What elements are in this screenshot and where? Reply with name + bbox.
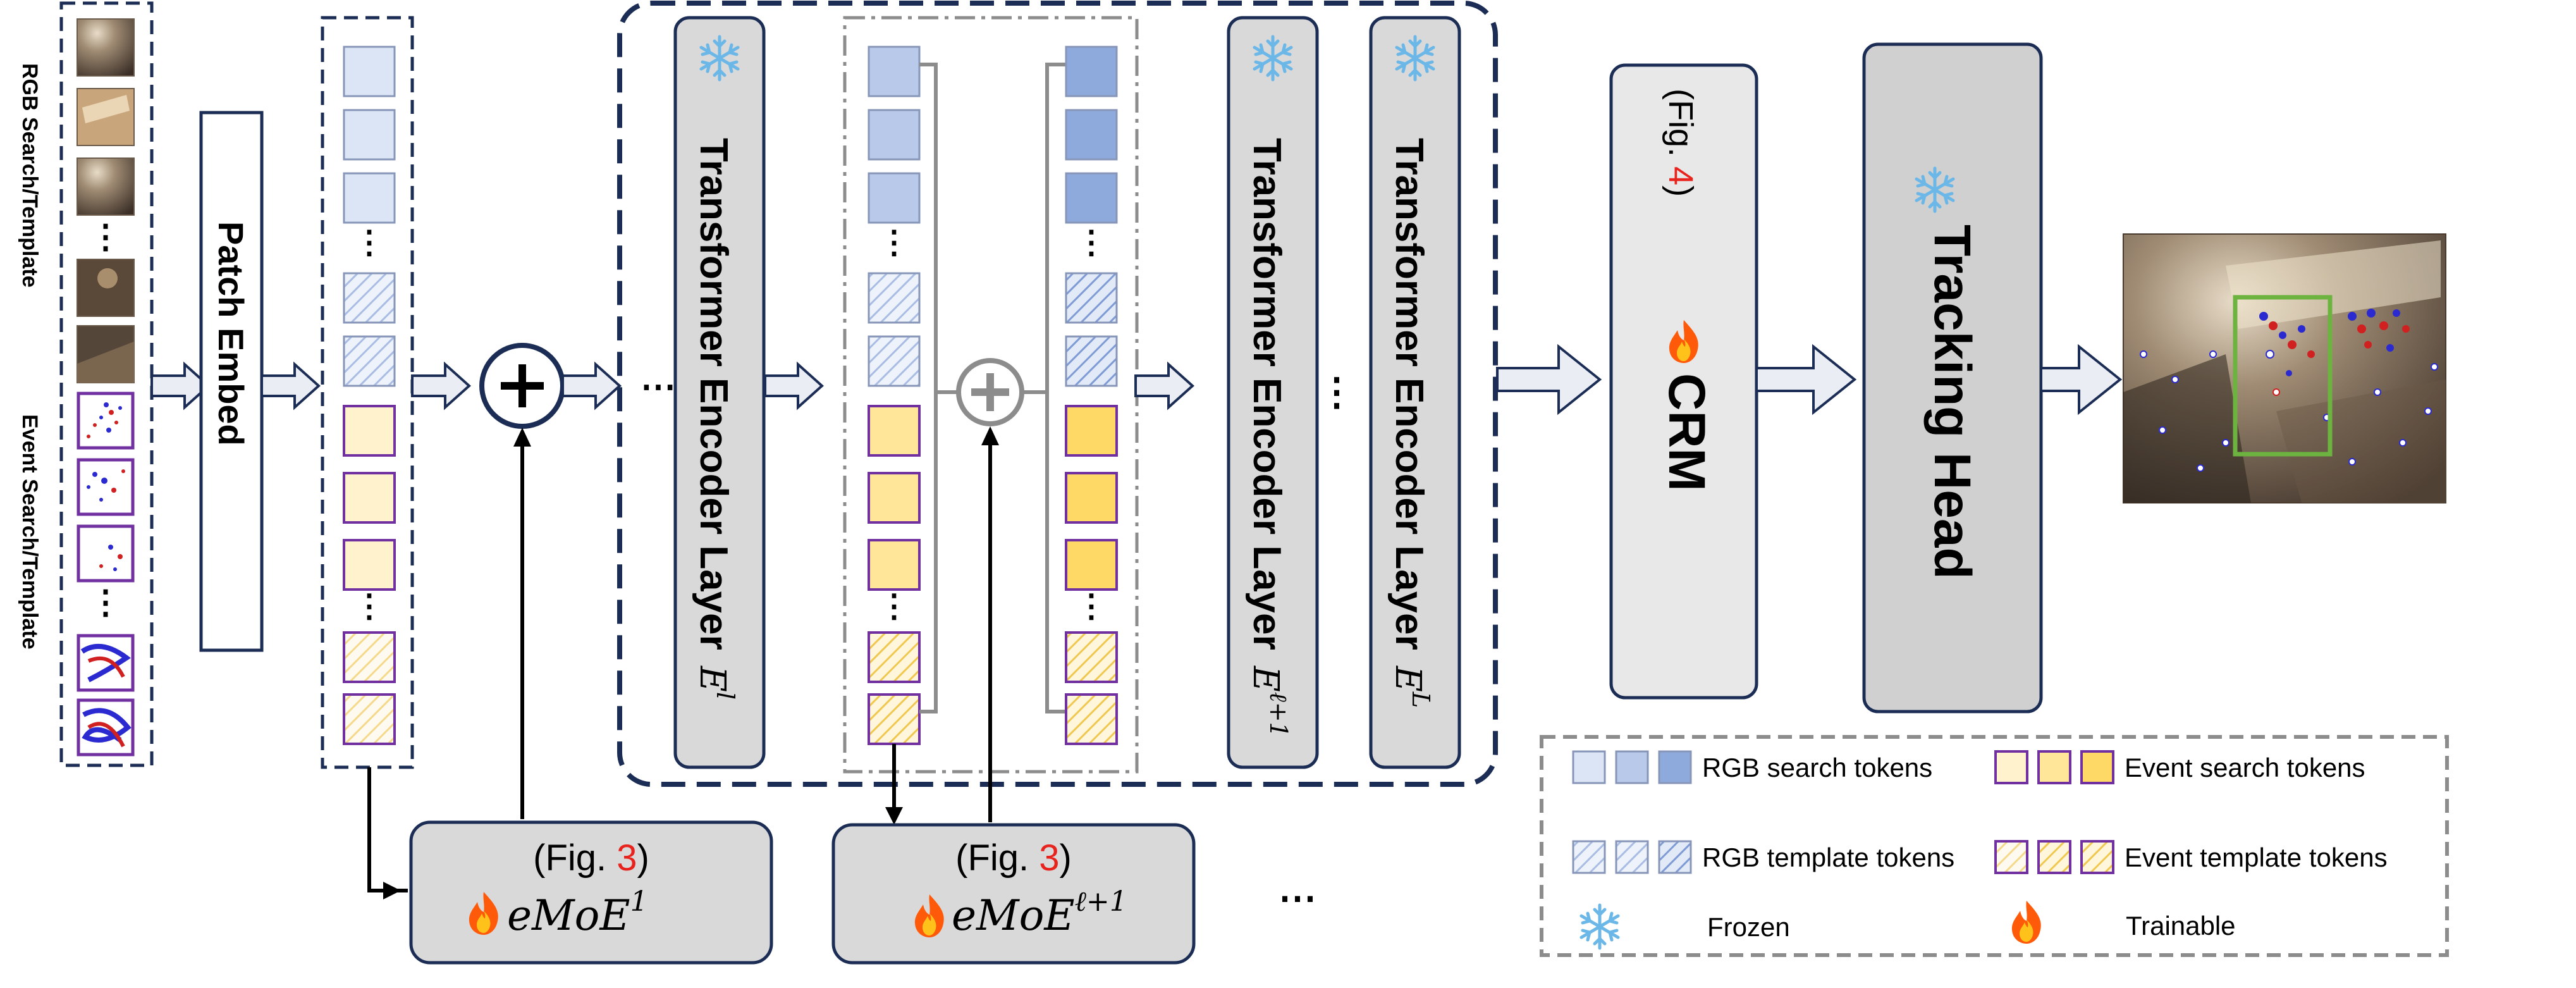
encoder-layer-l1-title: Transformer Encoder Layer xyxy=(1245,138,1289,650)
encoder-layer-L-sup: L xyxy=(1407,691,1435,708)
crm-box: (Fig. 4) CRM xyxy=(1609,63,1758,700)
emoe-box-2: (Fig. 3) eMoEℓ+1 xyxy=(831,823,1196,965)
emoe2-fig-num: 3 xyxy=(1039,837,1059,879)
rgb-frame-images xyxy=(77,18,135,383)
token-column-embedded: ⋮ ⋮ xyxy=(321,16,414,769)
encoder-layer-l1-symbol: E xyxy=(1245,665,1286,692)
encoder-layer-L-symbol: E xyxy=(1387,665,1428,692)
tracking-bbox xyxy=(2233,295,2333,457)
svg-text:⋮: ⋮ xyxy=(353,588,385,624)
rgb-dots: ⋮ xyxy=(89,219,122,256)
encoder-layer-l-symbol: E xyxy=(692,665,733,692)
arrow-to-encoder-l1 xyxy=(1134,363,1194,409)
layer-stack-dots: ⋮ xyxy=(1318,371,1356,413)
encoder-layer-l1-sup: ℓ+1 xyxy=(1265,692,1292,738)
input-panel: ⋮ ⋮ xyxy=(59,1,154,767)
legend-frozen: Frozen xyxy=(1581,905,1790,948)
event-frame-images xyxy=(77,392,135,756)
encoder-layer-l: Transformer Encoder Layer El xyxy=(673,16,766,769)
event-input-label: Event Search/Template xyxy=(18,414,42,650)
legend-event-search-label: Event search tokens xyxy=(2125,753,2365,782)
frozen-snowflake-icon xyxy=(1581,905,1618,948)
legend: RGB search tokens Event search tokens RG… xyxy=(1540,735,2449,957)
svg-text:⋮: ⋮ xyxy=(1076,588,1107,624)
connector-tokens-to-emoe1 xyxy=(367,767,408,892)
emoe1-fig-suffix: ) xyxy=(637,837,649,879)
crm-fig-prefix: (Fig. xyxy=(1662,89,1700,166)
emoe2-fig-prefix: (Fig. xyxy=(955,837,1039,879)
svg-text:⋮: ⋮ xyxy=(1076,225,1107,260)
arrow-encoder-to-tokens xyxy=(764,363,823,409)
legend-event-template: Event template tokens xyxy=(1994,840,2388,874)
arrow-add-to-encoder xyxy=(561,363,621,409)
emoe2-label: eMoE xyxy=(952,891,1075,940)
rgb-input-label: RGB Search/Template xyxy=(18,63,42,288)
emoe2-fig-suffix: ) xyxy=(1060,837,1072,879)
emoe-ellipsis: ⋯ xyxy=(1279,877,1316,919)
crm-label: CRM xyxy=(1658,373,1715,491)
svg-text:(Fig. 3): (Fig. 3) xyxy=(955,837,1072,879)
encoder-layer-l-sup: l xyxy=(711,692,739,700)
add-operator-1 xyxy=(479,343,565,429)
legend-rgb-template: RGB template tokens xyxy=(1572,840,1954,874)
legend-event-template-label: Event template tokens xyxy=(2125,843,2388,872)
svg-text:⋮: ⋮ xyxy=(878,225,910,260)
svg-text:⋮: ⋮ xyxy=(353,225,385,260)
crm-fig-suffix: ) xyxy=(1662,185,1700,197)
event-dots: ⋮ xyxy=(89,584,122,621)
svg-text:eMoE1: eMoE1 xyxy=(507,886,648,940)
add-operator-2 xyxy=(956,358,1024,426)
residual-bracket-left xyxy=(919,63,938,713)
patch-embed-label: Patch Embed xyxy=(211,221,251,446)
tracking-head-label: Tracking Head xyxy=(1923,225,1981,579)
legend-rgb-search-label: RGB search tokens xyxy=(1702,753,1932,782)
encoder-layer-L: Transformer Encoder Layer EL xyxy=(1369,16,1461,769)
arrow-crm-to-head xyxy=(1755,343,1857,416)
encoder-layer-l-title: Transformer Encoder Layer xyxy=(692,138,735,650)
tracking-result-image xyxy=(2123,233,2446,503)
token-column-fused: ⋮ ⋮ xyxy=(1065,46,1118,745)
svg-text:(Fig. 4): (Fig. 4) xyxy=(1662,89,1700,197)
crm-fig-num: 4 xyxy=(1662,166,1700,185)
svg-text:(Fig. 3): (Fig. 3) xyxy=(533,837,649,879)
event-points-overlay xyxy=(2140,309,2438,472)
residual-bracket-right xyxy=(1045,63,1066,713)
emoe2-sup: ℓ+1 xyxy=(1075,886,1127,918)
encoder-group-frame xyxy=(617,1,1498,787)
emoe1-sup: 1 xyxy=(630,886,648,918)
emoe1-label: eMoE xyxy=(507,891,630,940)
token-column-encoded: ⋮ ⋮ xyxy=(868,46,921,745)
encoder-layer-L-title: Transformer Encoder Layer xyxy=(1387,138,1431,650)
legend-rgb-template-label: RGB template tokens xyxy=(1702,843,1954,872)
legend-rgb-search: RGB search tokens xyxy=(1572,750,1932,784)
arrow-embed-to-tokens xyxy=(261,363,320,409)
emoe-box-1: (Fig. 3) eMoE1 xyxy=(409,820,773,965)
patch-embed-box: Patch Embed xyxy=(199,111,264,652)
arrow-tokens-to-add xyxy=(411,363,470,409)
tracking-head-box: Tracking Head xyxy=(1862,42,2043,713)
trainable-flame-icon xyxy=(2011,901,2041,944)
svg-text:El: El xyxy=(692,665,739,700)
svg-text:⋮: ⋮ xyxy=(878,588,910,624)
emoe1-fig-prefix: (Fig. xyxy=(533,837,616,879)
arrow-encoder-to-crm xyxy=(1496,343,1602,416)
emoe1-fig-num: 3 xyxy=(616,837,637,879)
legend-trainable-label: Trainable xyxy=(2126,911,2236,941)
svg-text:eMoEℓ+1: eMoEℓ+1 xyxy=(952,886,1127,940)
encoder-layer-l1: Transformer Encoder Layer Eℓ+1 xyxy=(1227,16,1319,769)
legend-frozen-label: Frozen xyxy=(1707,912,1790,942)
ellipsis-before-encoder: ⋯ xyxy=(641,366,676,406)
legend-event-search: Event search tokens xyxy=(1994,750,2365,784)
arrow-head-to-result xyxy=(2040,343,2123,416)
legend-trainable: Trainable xyxy=(2011,901,2236,944)
svg-text:EL: EL xyxy=(1387,665,1435,708)
svg-text:Eℓ+1: Eℓ+1 xyxy=(1245,665,1292,738)
